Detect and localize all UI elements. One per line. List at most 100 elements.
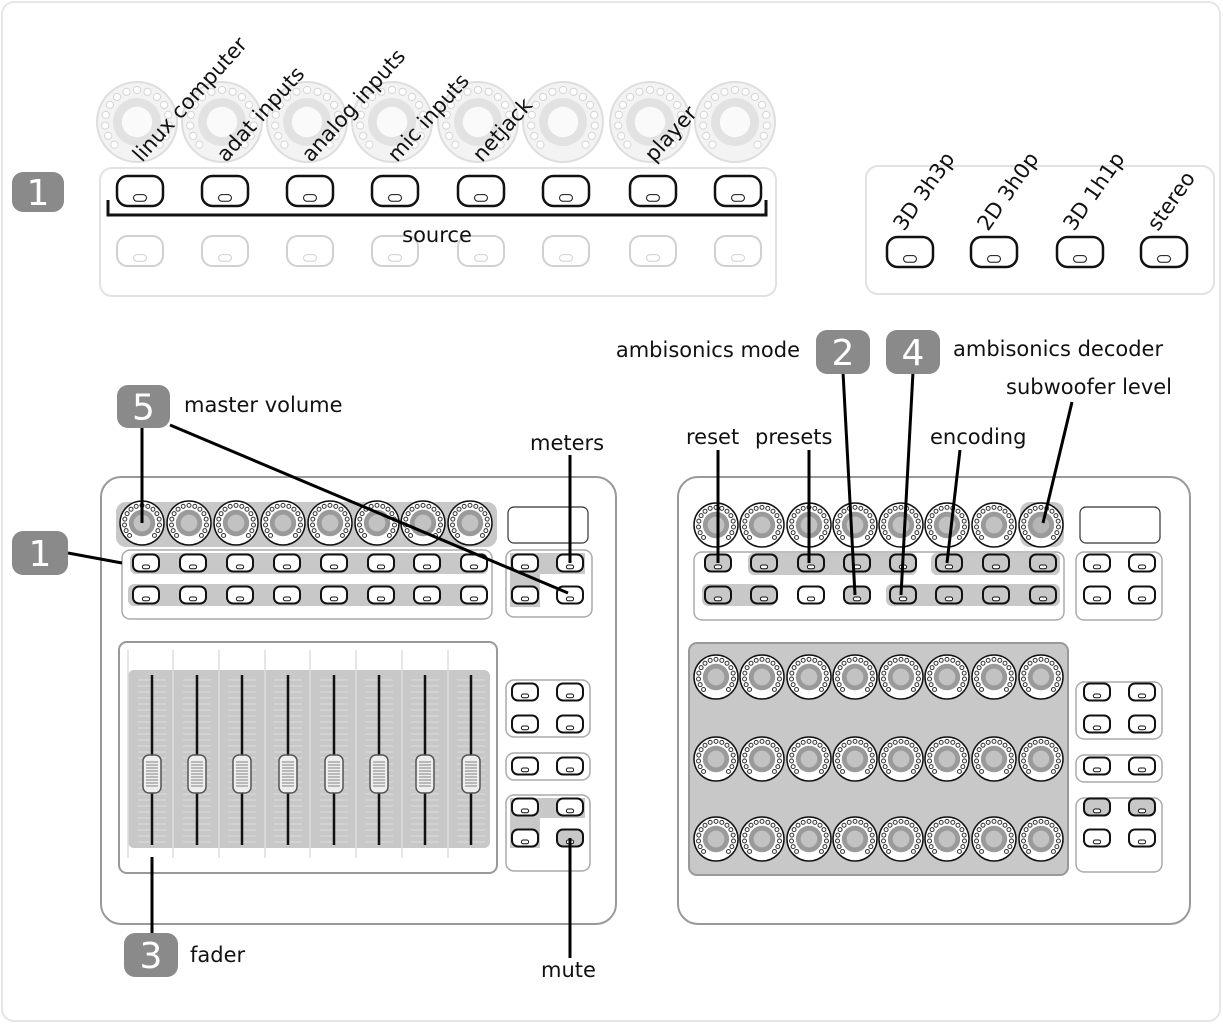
right-nav-button[interactable] bbox=[1083, 756, 1111, 776]
grid-knob[interactable] bbox=[1018, 654, 1064, 700]
source-ghost-button[interactable] bbox=[629, 235, 677, 267]
decoder-select-button[interactable] bbox=[1055, 235, 1105, 269]
transport-button[interactable] bbox=[556, 682, 584, 702]
source-select-button[interactable] bbox=[713, 174, 763, 208]
channel-button-row1[interactable] bbox=[413, 553, 441, 573]
aux-button[interactable] bbox=[1083, 585, 1111, 605]
source-select-button[interactable] bbox=[541, 174, 591, 208]
grid-knob[interactable] bbox=[1018, 736, 1064, 782]
mute-button[interactable] bbox=[511, 828, 539, 848]
grid-knob[interactable] bbox=[971, 654, 1017, 700]
channel-button-row2[interactable] bbox=[132, 585, 160, 605]
channel-knob[interactable] bbox=[354, 500, 400, 546]
right-transport-button[interactable] bbox=[1128, 682, 1156, 702]
right-bottom-button[interactable] bbox=[1128, 828, 1156, 848]
right-bottom-button[interactable] bbox=[1083, 828, 1111, 848]
source-ghost-button[interactable] bbox=[116, 235, 164, 267]
ambisonics-button-row1[interactable] bbox=[750, 553, 778, 573]
fader-cap[interactable] bbox=[461, 754, 481, 794]
source-select-button[interactable] bbox=[285, 174, 335, 208]
source-select-button[interactable] bbox=[628, 174, 678, 208]
fader-cap[interactable] bbox=[415, 754, 435, 794]
channel-button-row1[interactable] bbox=[226, 553, 254, 573]
fader-cap[interactable] bbox=[142, 754, 162, 794]
grid-knob[interactable] bbox=[786, 654, 832, 700]
fader-cap[interactable] bbox=[369, 754, 389, 794]
ambisonics-button-row2[interactable] bbox=[797, 585, 825, 605]
source-ghost-knob[interactable] bbox=[96, 81, 178, 163]
grid-knob[interactable] bbox=[1018, 816, 1064, 862]
source-ghost-knob[interactable] bbox=[437, 81, 519, 163]
source-ghost-knob[interactable] bbox=[266, 81, 348, 163]
grid-knob[interactable] bbox=[832, 816, 878, 862]
channel-button-row1[interactable] bbox=[460, 553, 488, 573]
right-nav-button[interactable] bbox=[1128, 756, 1156, 776]
fader-cap[interactable] bbox=[187, 754, 207, 794]
source-select-button[interactable] bbox=[370, 174, 420, 208]
source-ghost-button[interactable] bbox=[714, 235, 762, 267]
source-ghost-knob[interactable] bbox=[609, 81, 691, 163]
channel-knob[interactable] bbox=[447, 500, 493, 546]
channel-button-row2[interactable] bbox=[413, 585, 441, 605]
encoding-knob[interactable] bbox=[971, 502, 1017, 548]
source-ghost-button[interactable] bbox=[542, 235, 590, 267]
grid-knob[interactable] bbox=[971, 816, 1017, 862]
ambisonics-button-row1[interactable] bbox=[797, 553, 825, 573]
channel-knob[interactable] bbox=[166, 500, 212, 546]
mute-button[interactable] bbox=[556, 797, 584, 817]
source-ghost-knob[interactable] bbox=[181, 81, 263, 163]
fader-cap[interactable] bbox=[232, 754, 252, 794]
grid-knob[interactable] bbox=[832, 736, 878, 782]
grid-knob[interactable] bbox=[693, 736, 739, 782]
grid-knob[interactable] bbox=[693, 654, 739, 700]
fader-cap[interactable] bbox=[278, 754, 298, 794]
encoding-knob[interactable] bbox=[739, 502, 785, 548]
ambisonics-button-row1[interactable] bbox=[1029, 553, 1057, 573]
channel-button-row1[interactable] bbox=[367, 553, 395, 573]
source-ghost-button[interactable] bbox=[201, 235, 249, 267]
aux-button[interactable] bbox=[1128, 585, 1156, 605]
grid-knob[interactable] bbox=[693, 816, 739, 862]
decoder-select-button[interactable] bbox=[969, 235, 1019, 269]
encoding-knob[interactable] bbox=[832, 502, 878, 548]
grid-knob[interactable] bbox=[832, 654, 878, 700]
fader-cap[interactable] bbox=[324, 754, 344, 794]
channel-button-row2[interactable] bbox=[367, 585, 395, 605]
channel-button-row1[interactable] bbox=[320, 553, 348, 573]
ambisonics-button-row1[interactable] bbox=[843, 553, 871, 573]
right-bottom-button[interactable] bbox=[1083, 797, 1111, 817]
grid-knob[interactable] bbox=[786, 736, 832, 782]
channel-button-row2[interactable] bbox=[320, 585, 348, 605]
channel-button-row2[interactable] bbox=[226, 585, 254, 605]
channel-button-row2[interactable] bbox=[460, 585, 488, 605]
channel-knob[interactable] bbox=[213, 500, 259, 546]
right-transport-button[interactable] bbox=[1083, 714, 1111, 734]
decoder-select-button[interactable] bbox=[885, 235, 935, 269]
source-select-button[interactable] bbox=[456, 174, 506, 208]
right-transport-button[interactable] bbox=[1083, 682, 1111, 702]
grid-knob[interactable] bbox=[878, 736, 924, 782]
source-ghost-button[interactable] bbox=[457, 235, 505, 267]
mute-button[interactable] bbox=[511, 797, 539, 817]
source-select-button[interactable] bbox=[200, 174, 250, 208]
source-ghost-knob[interactable] bbox=[351, 81, 433, 163]
ambisonics-button-row1[interactable] bbox=[982, 553, 1010, 573]
transport-button[interactable] bbox=[556, 714, 584, 734]
meters-button[interactable] bbox=[511, 553, 539, 573]
encoding-knob[interactable] bbox=[878, 502, 924, 548]
transport-button[interactable] bbox=[511, 682, 539, 702]
source-ghost-knob[interactable] bbox=[522, 81, 604, 163]
source-ghost-knob[interactable] bbox=[694, 81, 776, 163]
ambisonics-button-row2[interactable] bbox=[843, 585, 871, 605]
channel-knob[interactable] bbox=[260, 500, 306, 546]
transport-button[interactable] bbox=[511, 714, 539, 734]
encoding-knob[interactable] bbox=[924, 502, 970, 548]
channel-knob[interactable] bbox=[307, 500, 353, 546]
channel-button-row1[interactable] bbox=[273, 553, 301, 573]
ambisonics-button-row2[interactable] bbox=[935, 585, 963, 605]
decoder-select-button[interactable] bbox=[1139, 235, 1189, 269]
meters-button[interactable] bbox=[511, 585, 539, 605]
grid-knob[interactable] bbox=[739, 736, 785, 782]
subwoofer-level-knob[interactable] bbox=[1018, 502, 1064, 548]
channel-knob[interactable] bbox=[400, 500, 446, 546]
